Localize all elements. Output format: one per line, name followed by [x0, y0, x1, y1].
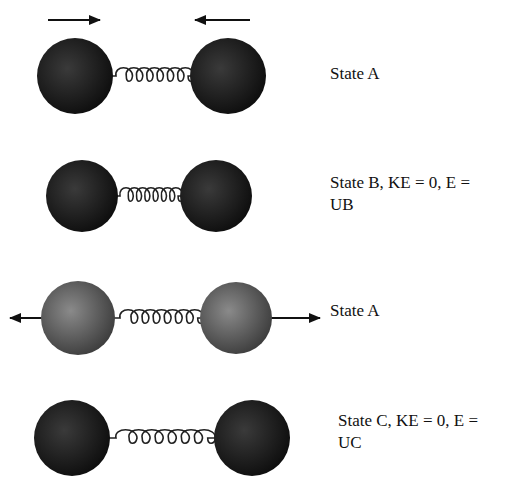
state-label: State B, KE = 0, E = UB	[330, 172, 495, 216]
ball	[200, 282, 272, 354]
spring	[108, 430, 216, 444]
state-label: State A	[330, 63, 495, 85]
ball	[46, 160, 118, 232]
motion-arrow	[48, 19, 100, 21]
spring	[112, 188, 186, 202]
spring	[108, 68, 196, 82]
ball	[180, 160, 252, 232]
spring	[112, 310, 206, 324]
ball	[37, 38, 113, 114]
ball	[34, 400, 110, 476]
ball	[190, 38, 266, 114]
motion-arrow	[195, 19, 250, 21]
ball	[41, 281, 115, 355]
ball	[214, 400, 290, 476]
state-label: State C, KE = 0, E = UC	[338, 410, 503, 454]
state-label: State A	[330, 300, 495, 322]
